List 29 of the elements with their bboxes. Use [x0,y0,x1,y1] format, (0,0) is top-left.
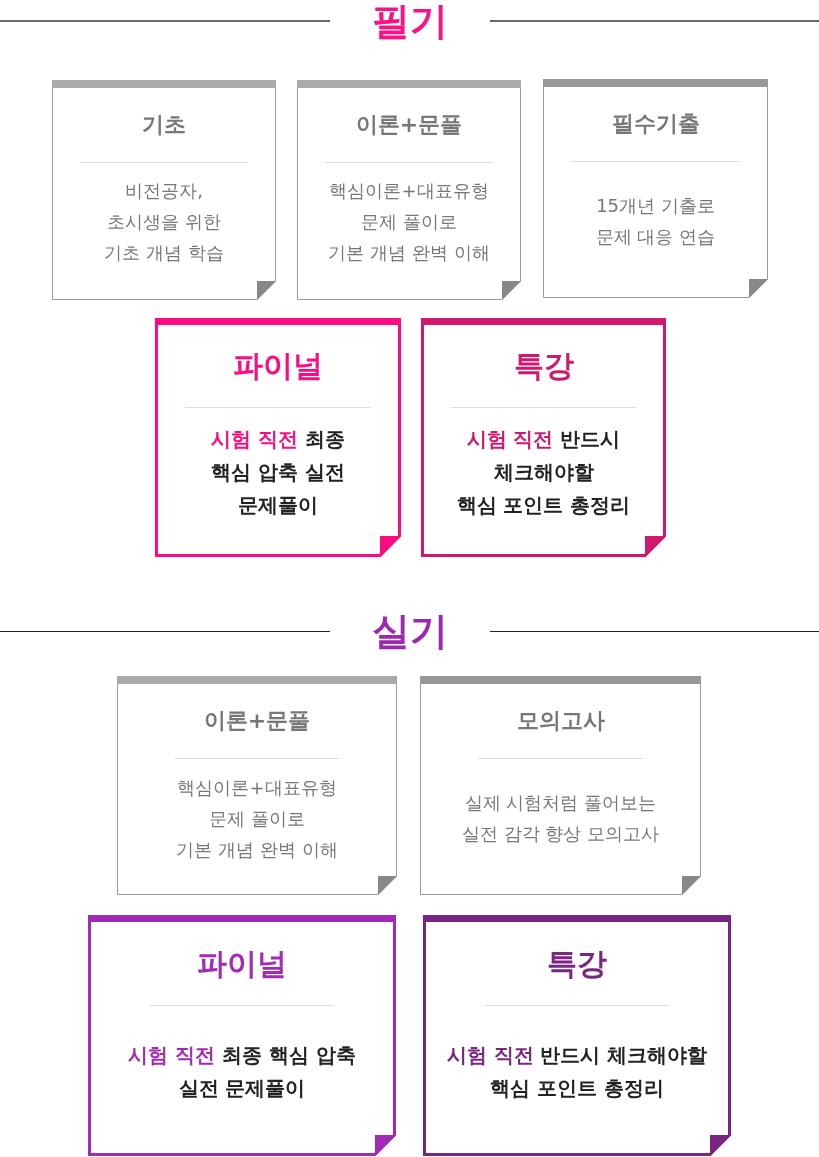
note-card [420,676,701,895]
note-card [117,676,397,895]
card-description: 시험 직전 최종 핵심 압축 실전 문제풀이 [211,425,345,519]
card-description: 비전공자, 초시생을 위한 기초 개념 학습 [104,178,224,265]
card-description: 시험 직전 반드시 체크해야할 핵심 포인트 총정리 [446,1042,708,1102]
card-title: 특강 [547,945,607,982]
card-title: 모의고사 [516,707,605,735]
card-title: 기초 [142,111,186,139]
card-title: 파이널 [197,945,287,982]
note-card [423,915,731,1156]
card-description: 15개년 기출로 문제 대응 연습 [595,194,716,249]
card-title: 이론+문풀 [203,707,311,735]
note-card [421,318,666,557]
card-title: 특강 [513,348,574,384]
card-title: 필수기출 [611,110,700,138]
card-description: 시험 직전 반드시 체크해야할 핵심 포인트 총정리 [456,425,631,519]
note-card [88,915,396,1156]
card-description: 실제 시험처럼 풀어보는 실전 감각 향상 모의고사 [461,791,660,846]
section-heading: 실기 [372,612,448,650]
note-card [52,80,276,300]
section-heading: 필기 [372,2,448,40]
card-description: 시험 직전 최종 핵심 압축 실전 문제풀이 [128,1042,356,1102]
card-title: 파이널 [233,348,323,384]
note-card [297,80,521,300]
card-description: 핵심이론+대표유형 문제 풀이로 기본 개념 완벽 이해 [328,178,490,265]
card-description: 핵심이론+대표유형 문제 풀이로 기본 개념 완벽 이해 [176,775,338,862]
note-card [155,318,401,557]
card-title: 이론+문풀 [355,111,463,139]
note-card [543,79,768,298]
